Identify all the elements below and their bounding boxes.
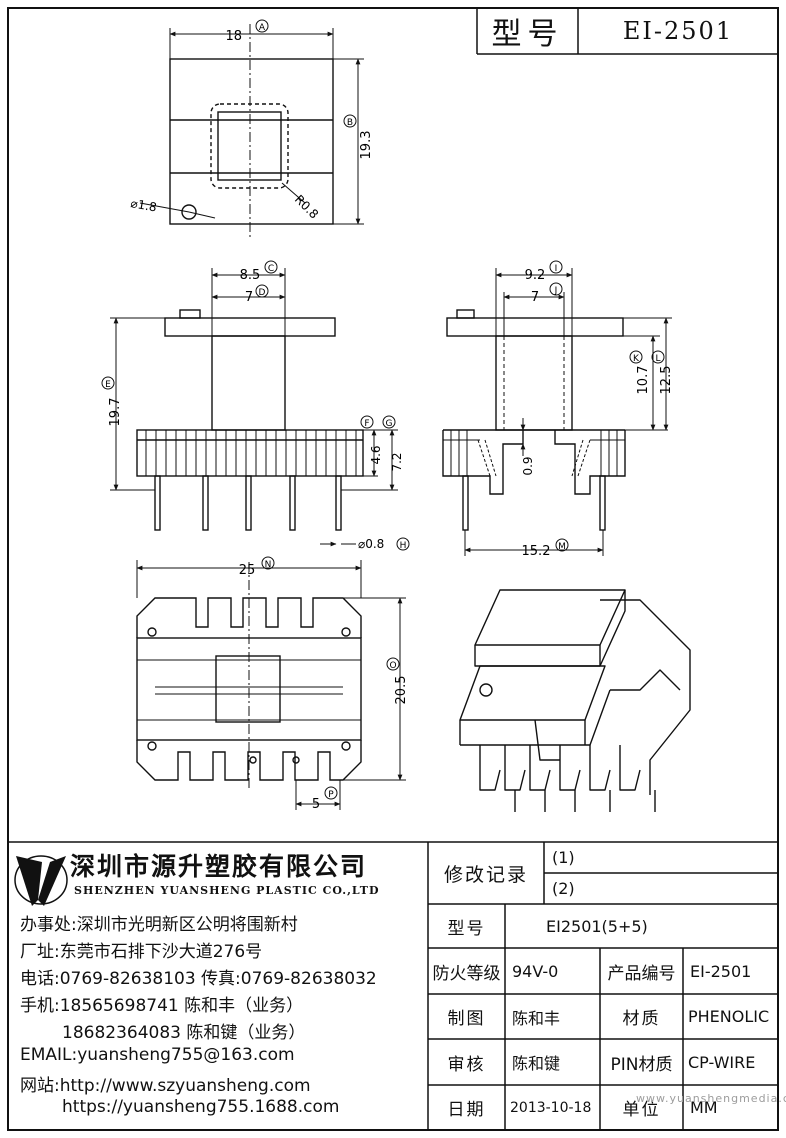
bottom-view-dims bbox=[136, 560, 406, 810]
company-logo bbox=[14, 855, 68, 906]
unit-label: 单位 bbox=[622, 1100, 661, 1120]
dim-F-label: F bbox=[364, 419, 369, 429]
dim-N: 25 N bbox=[239, 556, 275, 578]
phone-fax: 电话:0769-82638103 传真:0769-82638032 bbox=[20, 969, 377, 989]
pin-material-label: PIN材质 bbox=[610, 1054, 673, 1075]
revision-2: (2) bbox=[552, 879, 575, 898]
dim-G: G 7.2 bbox=[382, 415, 404, 472]
company-name-cn: 深圳市源升塑胶有限公司 bbox=[70, 852, 368, 881]
top-view-dims bbox=[139, 24, 364, 240]
dim-I-value: 9.2 bbox=[525, 268, 546, 283]
dim-P-value: 5 bbox=[312, 797, 320, 812]
dim-C-value: 8.5 bbox=[240, 268, 261, 283]
revision-1: (1) bbox=[552, 848, 575, 867]
isometric-view bbox=[459, 589, 691, 812]
spec-model-value: EI2501(5+5) bbox=[546, 916, 648, 936]
reviewed-by-label: 审核 bbox=[447, 1054, 486, 1075]
drawn-by-label: 制图 bbox=[447, 1009, 486, 1029]
info-block-grid bbox=[8, 841, 778, 1130]
dim-G-value: 7.2 bbox=[390, 452, 404, 471]
dim-K-value: 10.7 bbox=[636, 366, 651, 395]
dim-J-value: 7 bbox=[531, 290, 539, 305]
alibaba-store-link[interactable]: https://yuansheng755.1688.com bbox=[62, 1097, 340, 1117]
dim-H: ⌀0.8 H bbox=[358, 537, 410, 551]
dim-D: 7 D bbox=[245, 284, 269, 305]
dim-P-label: P bbox=[328, 790, 334, 800]
fire-rating-label: 防火等级 bbox=[432, 963, 501, 984]
front-view-dims bbox=[110, 268, 398, 547]
drawing-frame bbox=[7, 7, 779, 1131]
office-address: 办事处:深圳市光明新区公明将围新村 bbox=[20, 915, 298, 935]
dim-C-label: C bbox=[268, 264, 274, 274]
side-view-dims bbox=[464, 268, 672, 556]
radius-dim: R0.8 bbox=[292, 192, 321, 221]
dim-O: O 20.5 bbox=[386, 657, 409, 705]
dim-J-label: J bbox=[554, 286, 558, 296]
dim-B: B 19.3 bbox=[343, 114, 374, 160]
dim-N-value: 25 bbox=[239, 563, 256, 578]
front-view bbox=[136, 309, 364, 531]
dim-I: 9.2 I bbox=[525, 260, 563, 283]
side-view bbox=[442, 309, 626, 531]
dim-thickness-value: 0.9 bbox=[521, 456, 535, 475]
dim-C: 8.5 C bbox=[240, 260, 278, 283]
dim-P: 5 P bbox=[312, 786, 338, 812]
dim-M: 15.2 M bbox=[522, 538, 569, 559]
watermark: www.yuanshengmedia.com bbox=[636, 1092, 786, 1105]
dim-G-label: G bbox=[386, 419, 393, 429]
product-code-value: EI-2501 bbox=[690, 961, 752, 981]
dim-D-value: 7 bbox=[245, 290, 253, 305]
reviewed-by-value: 陈和键 bbox=[512, 1054, 561, 1073]
dim-B-value: 19.3 bbox=[359, 131, 374, 160]
dim-O-value: 20.5 bbox=[394, 676, 409, 705]
dim-K-label: K bbox=[633, 354, 640, 364]
dim-L-value: 12.5 bbox=[659, 366, 674, 395]
dim-B-label: B bbox=[347, 118, 353, 128]
dim-L: L 12.5 bbox=[651, 350, 674, 395]
title-block bbox=[476, 8, 778, 55]
dim-F: F 4.6 bbox=[360, 415, 383, 465]
dim-H-value: ⌀0.8 bbox=[358, 537, 384, 551]
fire-rating-value: 94V-0 bbox=[512, 961, 559, 981]
unit-value: MM bbox=[690, 1098, 718, 1117]
mobile-1: 手机:18565698741 陈和丰（业务） bbox=[20, 996, 304, 1016]
company-name-en: SHENZHEN YUANSHENG PLASTIC CO.,LTD bbox=[74, 884, 380, 897]
dim-M-label: M bbox=[558, 542, 566, 552]
product-code-label: 产品编号 bbox=[607, 963, 676, 984]
dim-L-label: L bbox=[655, 354, 660, 364]
website-link[interactable]: 网站:http://www.szyuansheng.com bbox=[20, 1076, 311, 1096]
factory-address: 厂址:东莞市石排下沙大道276号 bbox=[20, 942, 263, 962]
dim-E-label: E bbox=[105, 380, 111, 390]
dim-E-value: 19.7 bbox=[108, 398, 123, 427]
dim-A-value: 18 bbox=[225, 29, 242, 44]
dim-N-label: N bbox=[265, 560, 272, 570]
drawn-by-value: 陈和丰 bbox=[512, 1008, 561, 1028]
dim-F-value: 4.6 bbox=[369, 445, 383, 464]
spec-model-label: 型号 bbox=[447, 918, 486, 939]
date-value: 2013-10-18 bbox=[510, 1099, 592, 1116]
title-model-number: EI-2501 bbox=[622, 17, 734, 45]
dim-O-label: O bbox=[389, 661, 396, 671]
date-label: 日期 bbox=[447, 1100, 486, 1120]
dim-J: 7 J bbox=[531, 282, 563, 305]
dim-K: K 10.7 bbox=[629, 350, 651, 395]
dim-A-label: A bbox=[259, 23, 266, 33]
dim-A: 18 A bbox=[225, 19, 269, 44]
dim-D-label: D bbox=[259, 288, 266, 298]
pin-material-value: CP-WIRE bbox=[688, 1052, 756, 1072]
email: EMAIL:yuansheng755@163.com bbox=[20, 1045, 295, 1065]
dim-E: E 19.7 bbox=[101, 376, 123, 427]
hole-dim: ⌀1.8 bbox=[129, 196, 157, 214]
dim-H-label: H bbox=[400, 541, 407, 551]
material-label: 材质 bbox=[622, 1009, 661, 1029]
title-type-label: 型号 bbox=[491, 17, 564, 52]
revision-record-label: 修改记录 bbox=[443, 863, 528, 886]
dim-I-label: I bbox=[555, 264, 558, 274]
dim-M-value: 15.2 bbox=[522, 544, 551, 559]
mobile-2: 18682364083 陈和键（业务） bbox=[62, 1023, 306, 1043]
material-value: PHENOLIC bbox=[688, 1007, 770, 1026]
